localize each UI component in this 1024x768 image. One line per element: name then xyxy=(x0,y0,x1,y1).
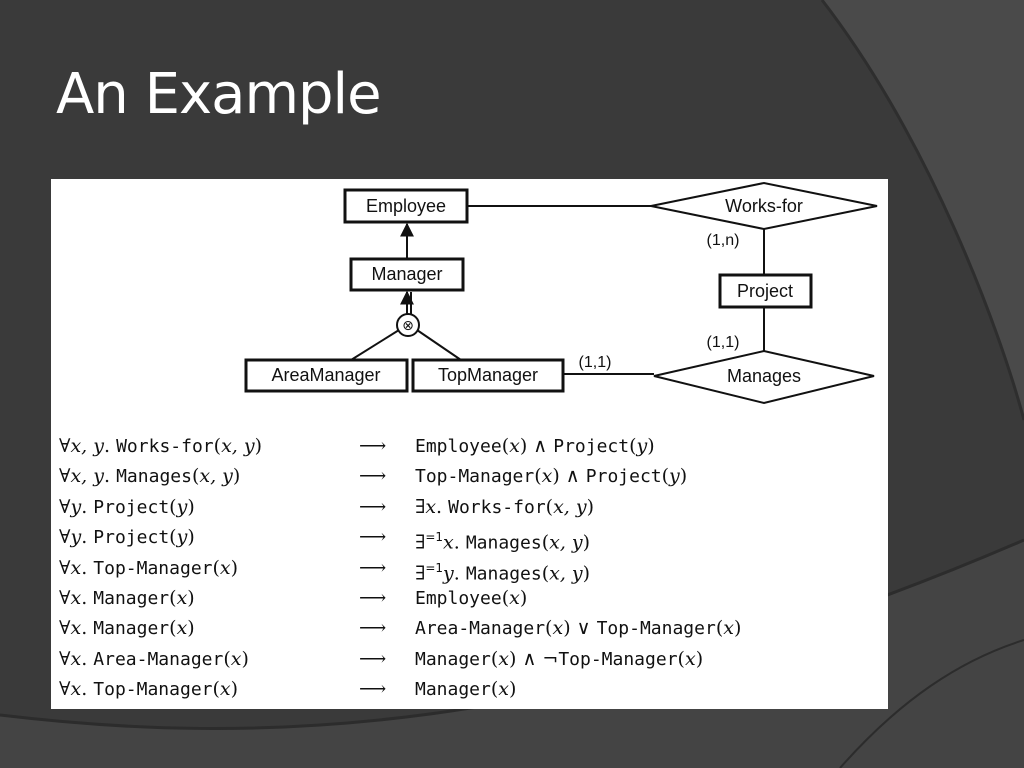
entity-manager[interactable]: Manager xyxy=(349,257,465,292)
implies-arrow: ⟶ xyxy=(359,586,387,609)
axiom-lhs: ∀x. Top-Manager(x) xyxy=(59,556,239,579)
axiom-rhs: Employee(x) ∧ Project(y) xyxy=(415,435,655,457)
areamanager-generalization-line xyxy=(350,329,400,361)
axiom-rhs: Area-Manager(x) ∨ Top-Manager(x) xyxy=(415,617,742,640)
svg-text:TopManager: TopManager xyxy=(438,365,538,385)
svg-text:Manages: Manages xyxy=(727,366,801,386)
generalization-node: ⊗ xyxy=(396,313,420,337)
axiom-lhs: ∀x. Manager(x) xyxy=(59,586,195,609)
axiom-rhs: Manager(x) xyxy=(415,678,517,701)
axiom-rhs: Manager(x) ∧ ¬Top-Manager(x) xyxy=(415,647,704,670)
cardinality-worksfor-project: (1,n) xyxy=(707,232,740,249)
implies-arrow: ⟶ xyxy=(359,526,387,549)
er-diagram: Employee Manager ⊗ AreaManager TopManage… xyxy=(244,181,878,405)
slide-title: An Example xyxy=(56,62,382,127)
axiom-row: ∀y. Project(y) ⟶ ∃=1x. Manages(x, y) xyxy=(51,522,888,553)
implies-arrow: ⟶ xyxy=(359,617,387,640)
axiom-row: ∀x. Top-Manager(x) ⟶ ∃=1y. Manages(x, y) xyxy=(51,553,888,584)
axiom-lhs: ∀y. Project(y) xyxy=(59,526,195,549)
axiom-row: ∀x, y. Works-for(x, y) ⟶ Employee(x) ∧ Pro… xyxy=(51,431,888,461)
axiom-row: ∀y. Project(y) ⟶ ∃x. Works-for(x, y) xyxy=(51,492,888,522)
axiom-row: ∀x, y. Manages(x, y) ⟶ Top-Manager(x) ∧ Pr… xyxy=(51,461,888,491)
entity-project[interactable]: Project xyxy=(718,273,813,309)
implies-arrow: ⟶ xyxy=(359,465,387,488)
axiom-rhs: ∃=1y. Manages(x, y) xyxy=(415,560,591,584)
svg-text:Project: Project xyxy=(737,281,793,301)
axiom-rhs: ∃x. Works-for(x, y) xyxy=(415,495,595,518)
axiom-list: ∀x, y. Works-for(x, y) ⟶ Employee(x) ∧ Pro… xyxy=(51,431,888,705)
axiom-lhs: ∀x. Manager(x) xyxy=(59,617,195,640)
relationship-worksfor[interactable]: Works-for xyxy=(650,181,878,231)
axiom-row: ∀x. Manager(x) ⟶ Area-Manager(x) ∨ Top-Man… xyxy=(51,613,888,643)
implies-arrow: ⟶ xyxy=(359,647,387,670)
axiom-rhs: Top-Manager(x) ∧ Project(y) xyxy=(415,465,688,488)
svg-text:⊗: ⊗ xyxy=(402,318,414,334)
axiom-row: ∀x. Manager(x) ⟶ Employee(x) xyxy=(51,583,888,613)
implies-arrow: ⟶ xyxy=(359,678,387,701)
cardinality-manages-project: (1,1) xyxy=(707,334,740,351)
relationship-manages[interactable]: Manages xyxy=(653,349,875,405)
axiom-lhs: ∀x, y. Manages(x, y) xyxy=(59,465,241,488)
topmanager-generalization-line xyxy=(416,329,462,361)
cardinality-manages-topmanager: (1,1) xyxy=(579,354,612,371)
axiom-lhs: ∀y. Project(y) xyxy=(59,495,195,518)
axiom-lhs: ∀x, y. Works-for(x, y) xyxy=(59,435,263,457)
implies-arrow: ⟶ xyxy=(359,556,387,579)
entity-areamanager[interactable]: AreaManager xyxy=(244,358,409,393)
axiom-row: ∀x. Top-Manager(x) ⟶ Manager(x) xyxy=(51,674,888,704)
axiom-row: ∀x. Area-Manager(x) ⟶ Manager(x) ∧ ¬Top-Ma… xyxy=(51,644,888,674)
er-figure-panel: Employee Manager ⊗ AreaManager TopManage… xyxy=(51,179,888,709)
entity-employee[interactable]: Employee xyxy=(343,188,469,224)
implies-arrow: ⟶ xyxy=(359,495,387,518)
axiom-rhs: Employee(x) xyxy=(415,586,528,609)
axiom-lhs: ∀x. Top-Manager(x) xyxy=(59,678,239,701)
axiom-lhs: ∀x. Area-Manager(x) xyxy=(59,647,249,670)
implies-arrow: ⟶ xyxy=(359,435,387,457)
axiom-rhs: ∃=1x. Manages(x, y) xyxy=(415,530,591,554)
svg-text:Manager: Manager xyxy=(371,264,442,284)
entity-topmanager[interactable]: TopManager xyxy=(411,358,565,393)
svg-text:Employee: Employee xyxy=(366,196,446,216)
svg-text:AreaManager: AreaManager xyxy=(271,365,380,385)
svg-text:Works-for: Works-for xyxy=(725,196,803,216)
